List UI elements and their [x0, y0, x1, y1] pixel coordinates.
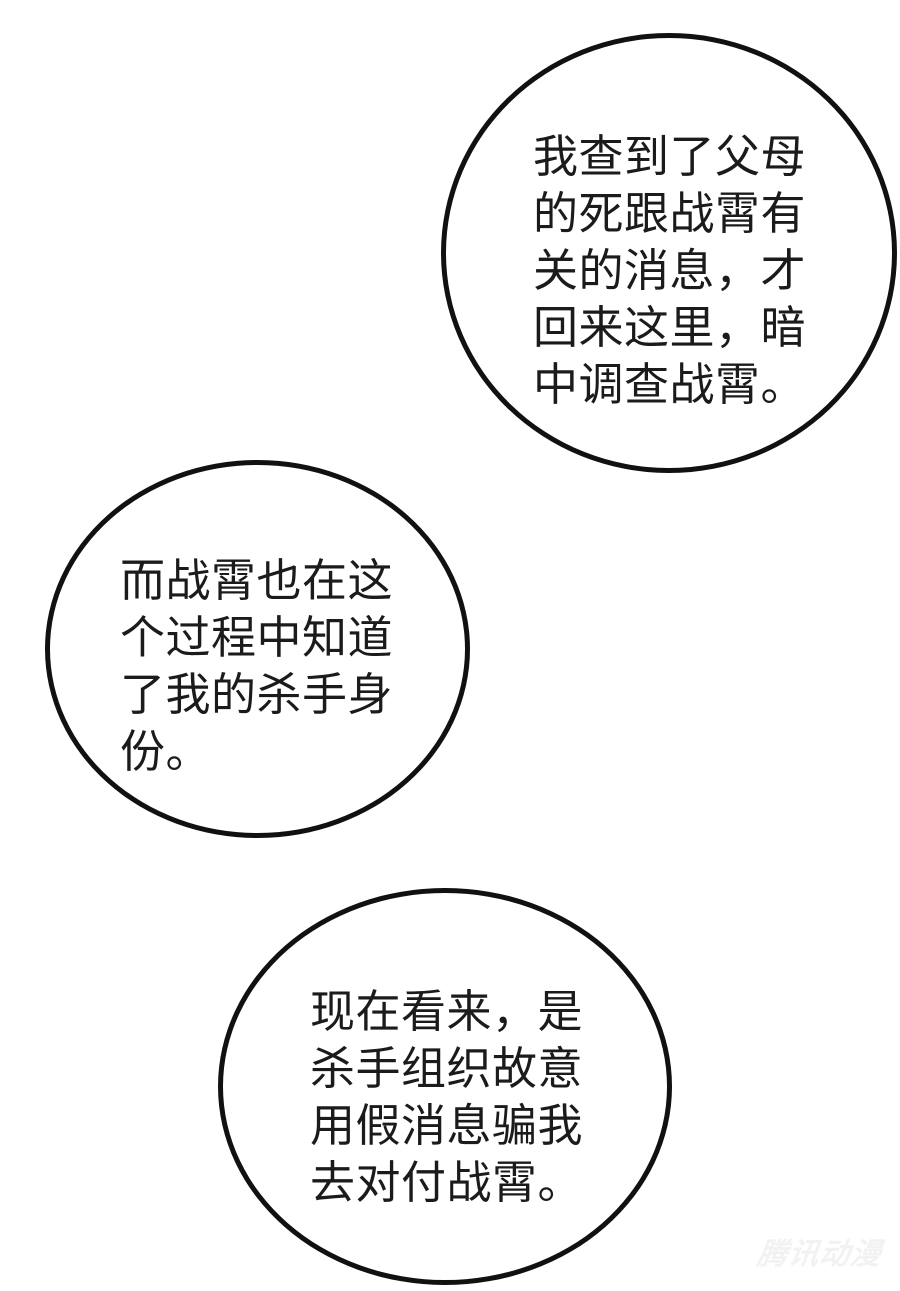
speech-bubble-3	[218, 888, 672, 1285]
speech-bubble-2	[45, 460, 470, 838]
speech-bubble-3-text: 现在看来，是 杀手组织故意 用假消息骗我 去对付战霄。	[310, 986, 584, 1208]
speech-bubble-2-text: 而战霄也在这 个过程中知道 了我的杀手身 份。	[120, 555, 394, 777]
speech-bubble-1	[441, 33, 897, 473]
publisher-watermark: 腾讯动漫	[755, 1238, 884, 1271]
speech-bubble-1-text: 我查到了父母 的死跟战霄有 关的消息，才 回来这里，暗 中调查战霄。	[533, 131, 807, 410]
